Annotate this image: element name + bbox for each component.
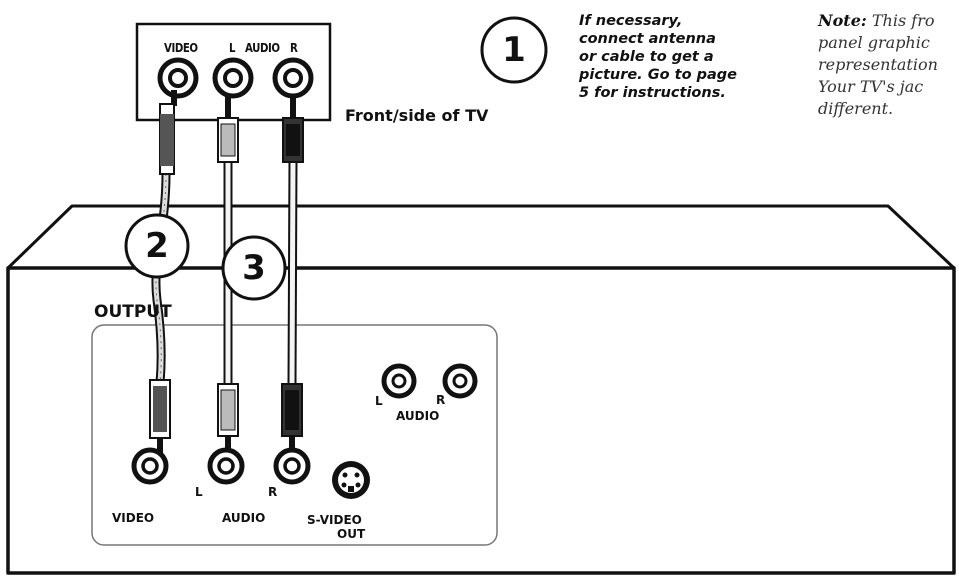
step-2-number: 2	[145, 226, 169, 266]
tv-l-label: L	[229, 41, 236, 55]
step-1-number: 1	[502, 30, 526, 70]
device-audio-right-jack	[273, 447, 311, 485]
device-audio-left-jack	[207, 447, 245, 485]
tv-audio-left-jack	[212, 57, 254, 99]
audio-r-label: R	[268, 485, 278, 499]
s-video-jack	[332, 461, 370, 499]
s-video-label: S-VIDEO	[307, 513, 362, 527]
step-3-number: 3	[242, 248, 266, 288]
device-video-plug	[149, 379, 171, 456]
tv-r-label: R	[290, 41, 298, 55]
audio-label: AUDIO	[222, 511, 266, 525]
tv-video-plug	[159, 90, 177, 175]
device-audio-left-plug	[217, 383, 239, 456]
aux-audio-left-jack	[381, 363, 417, 399]
aux-audio-right-jack	[442, 363, 478, 399]
tv-video-label: VIDEO	[164, 41, 198, 55]
tv-audio-right-plug	[282, 94, 304, 163]
note-line: panel graphic	[818, 33, 930, 52]
tv-audio-left-plug	[217, 94, 239, 163]
aux-l-label: L	[375, 394, 383, 408]
step-3-circle	[221, 235, 287, 301]
note-text: Note: This fro panel graphic representat…	[818, 10, 938, 120]
step-1-line: 5 for instructions.	[579, 85, 726, 101]
note-line: representation	[818, 55, 938, 74]
video-label: VIDEO	[112, 511, 155, 525]
note-line-1: This fro	[871, 11, 935, 30]
step-1-circle	[480, 16, 548, 84]
s-video-out-label: OUT	[337, 527, 366, 541]
audio-l-label: L	[195, 485, 203, 499]
step-2-circle	[124, 213, 190, 279]
audio-right-cable	[287, 159, 298, 385]
note-heading: Note:	[818, 11, 867, 30]
device-video-jack	[131, 447, 169, 485]
step-1-line: or cable to get a	[579, 49, 714, 65]
device-audio-right-plug	[281, 383, 303, 456]
aux-r-label: R	[436, 393, 446, 407]
note-line: Note: This fro	[818, 10, 938, 32]
step-1-text: If necessary, connect antenna or cable t…	[579, 12, 779, 102]
note-line: Your TV's jac	[818, 77, 924, 96]
tv-audio-right-jack	[272, 57, 314, 99]
step-1-line: If necessary,	[579, 13, 683, 29]
note-line: different.	[818, 99, 894, 118]
output-label: OUTPUT	[94, 302, 172, 322]
aux-audio-label: AUDIO	[396, 409, 440, 423]
tv-audio-label: AUDIO	[245, 41, 280, 55]
tv-caption: Front/side of TV	[345, 106, 489, 125]
tv-video-jack	[157, 57, 199, 99]
step-1-line: picture. Go to page	[579, 67, 737, 83]
step-1-line: connect antenna	[579, 31, 716, 47]
